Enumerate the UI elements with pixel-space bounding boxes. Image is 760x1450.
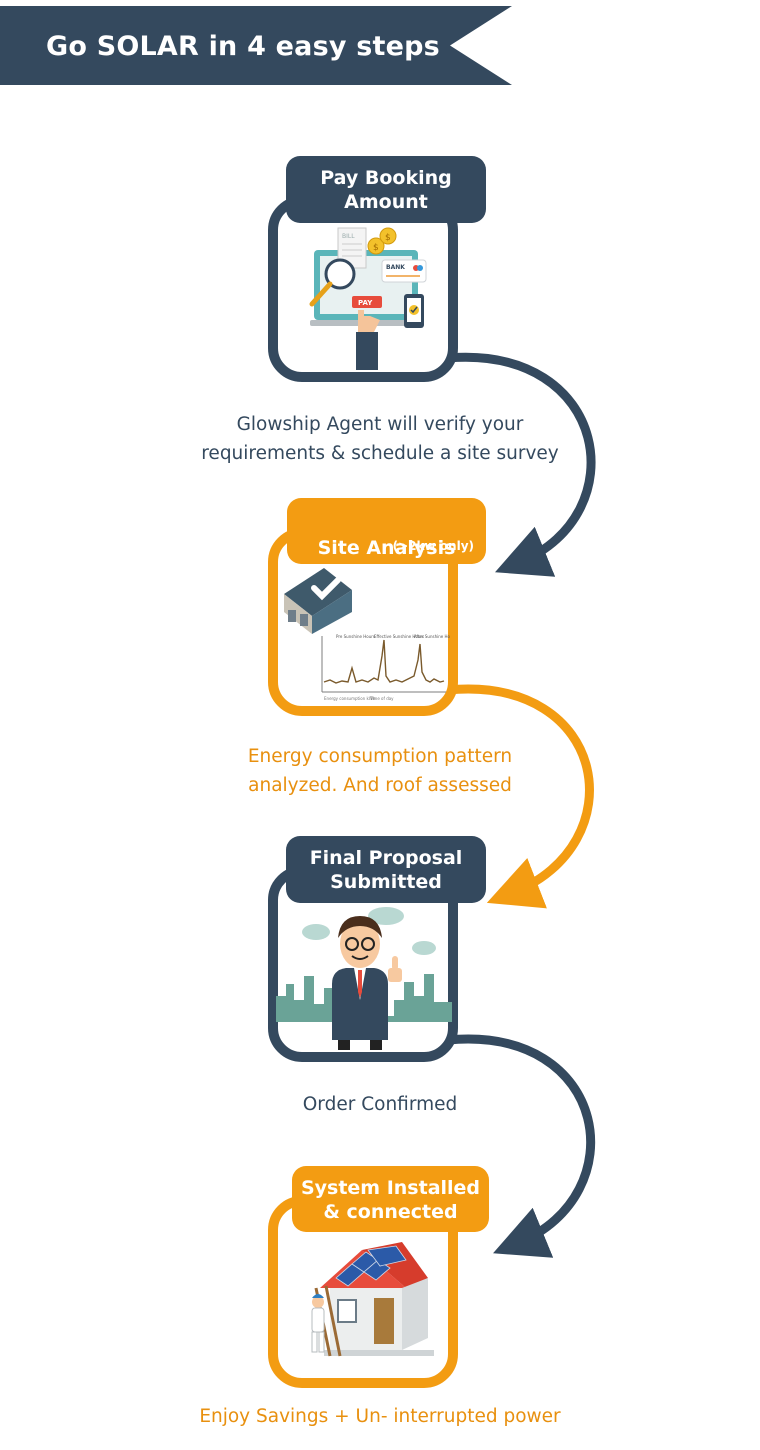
svg-text:$: $ — [373, 243, 379, 253]
solar-panel-house-illustration — [311, 1242, 434, 1357]
connector-arrow-1 — [443, 352, 596, 577]
page-title: Go SOLAR in 4 easy steps — [46, 31, 440, 62]
svg-text:Time of day: Time of day — [369, 696, 394, 701]
svg-text:After Sunshine Hours: After Sunshine Hours — [414, 634, 450, 639]
step-4-caption: Enjoy Savings + Un- interrupted power — [199, 1406, 561, 1427]
svg-text:Pre Sunshine Hours: Pre Sunshine Hours — [336, 634, 375, 639]
header-banner: Go SOLAR in 4 easy steps — [0, 6, 512, 85]
step-1-title: Pay Booking Amount — [286, 156, 486, 223]
roof-and-consumption-chart-illustration: Pre Sunshine Hours Effective Sunshine Ho… — [284, 568, 450, 701]
connector-arrow-2 — [443, 684, 594, 909]
step-4-title: System Installed & connected — [292, 1166, 489, 1232]
svg-text:Energy consumption kWh: Energy consumption kWh — [324, 696, 376, 701]
connector-arrow-3 — [443, 1034, 596, 1258]
step-1-caption: Glowship Agent will verify your requirem… — [201, 414, 559, 464]
step-2-subtitle: (>2kw only) — [392, 539, 474, 553]
step-3-caption: Order Confirmed — [302, 1094, 458, 1115]
step-2-caption: Energy consumption pattern analyzed. And… — [247, 746, 513, 796]
bank-label: BANK — [386, 264, 405, 271]
online-payment-illustration: BILL $ $ BANK PAY — [309, 227, 427, 370]
banner-shape — [0, 6, 512, 85]
step-2-title: Site Analysis Done (>2kw only) — [287, 498, 486, 583]
bill-label: BILL — [342, 233, 355, 240]
pay-label: PAY — [358, 299, 373, 307]
step-2-title-text: Site Analysis Done — [317, 537, 456, 583]
businessman-thumbs-up-illustration — [276, 907, 452, 1050]
svg-text:Effective Sunshine Hours: Effective Sunshine Hours — [374, 634, 424, 639]
step-3-title: Final Proposal Submitted — [286, 836, 486, 903]
svg-text:$: $ — [385, 233, 391, 243]
